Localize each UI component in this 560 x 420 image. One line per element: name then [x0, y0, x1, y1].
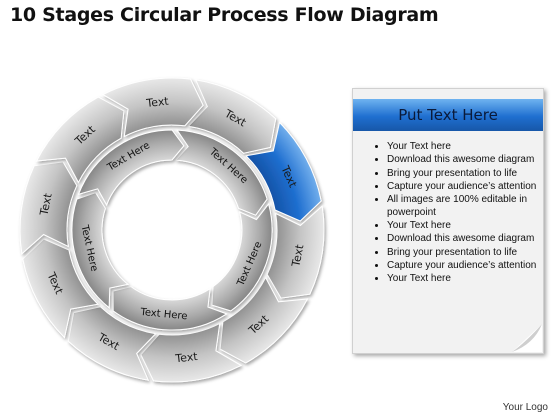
page-fold-corner: [512, 324, 542, 352]
outer-segment: Text: [22, 238, 99, 339]
outer-segment: Text: [35, 96, 125, 184]
outer-arrow-shape: [19, 161, 78, 255]
outer-arrow-shape: [35, 96, 125, 184]
outer-arrow-shape: [219, 276, 309, 364]
list-item: Download this awesome diagram: [387, 154, 557, 167]
outer-segment: Text: [67, 306, 157, 381]
list-item: Download this awesome diagram: [387, 233, 557, 246]
outer-label: Text: [145, 95, 170, 111]
panel-bullet-list: Your Text here Download this awesome dia…: [369, 141, 557, 286]
outer-arrow-shape: [140, 322, 243, 383]
outer-segment: Text: [219, 276, 309, 364]
outer-label: Text: [37, 192, 55, 218]
outer-arrow-shape: [245, 121, 322, 222]
list-item: Your Text here: [387, 220, 557, 233]
inner-arrow-shape: [211, 203, 273, 312]
list-item: Capture your audience’s attention: [387, 260, 557, 273]
inner-label: Text Here: [139, 307, 188, 323]
outer-segment: Text: [245, 121, 322, 222]
inner-segment: Text Here: [112, 286, 228, 331]
panel-header: Put Text Here: [353, 99, 543, 131]
outer-segment: Text: [101, 77, 204, 138]
outer-segment: Text: [140, 322, 243, 383]
outer-segment: Text: [19, 161, 78, 255]
outer-arrow-shape: [266, 205, 325, 299]
text-panel: Put Text Here Your Text here Download th…: [352, 88, 544, 354]
outer-segment: Text: [266, 205, 325, 299]
list-item: All images are 100% editable in powerpoi…: [387, 194, 557, 219]
list-item: Your Text here: [387, 273, 557, 286]
list-item: Bring your presentation to life: [387, 247, 557, 260]
inner-arrow-shape: [112, 286, 228, 331]
logo-placeholder: Your Logo: [502, 402, 548, 413]
outer-segment: Text: [187, 79, 277, 154]
outer-arrow-shape: [67, 306, 157, 381]
page-title: 10 Stages Circular Process Flow Diagram: [10, 4, 439, 26]
inner-arrow-shape: [174, 129, 268, 216]
list-item: Capture your audience’s attention: [387, 181, 557, 194]
outer-label: Text: [174, 350, 199, 366]
list-item: Bring your presentation to life: [387, 168, 557, 181]
list-item: Your Text here: [387, 141, 557, 154]
inner-arrow-shape: [77, 129, 185, 207]
inner-arrow-shape: [71, 192, 130, 309]
inner-segment: Text Here: [71, 192, 130, 309]
outer-arrow-shape: [101, 77, 204, 138]
outer-label: Text: [289, 243, 307, 269]
outer-arrow-shape: [22, 238, 99, 339]
outer-arrow-shape: [187, 79, 277, 154]
